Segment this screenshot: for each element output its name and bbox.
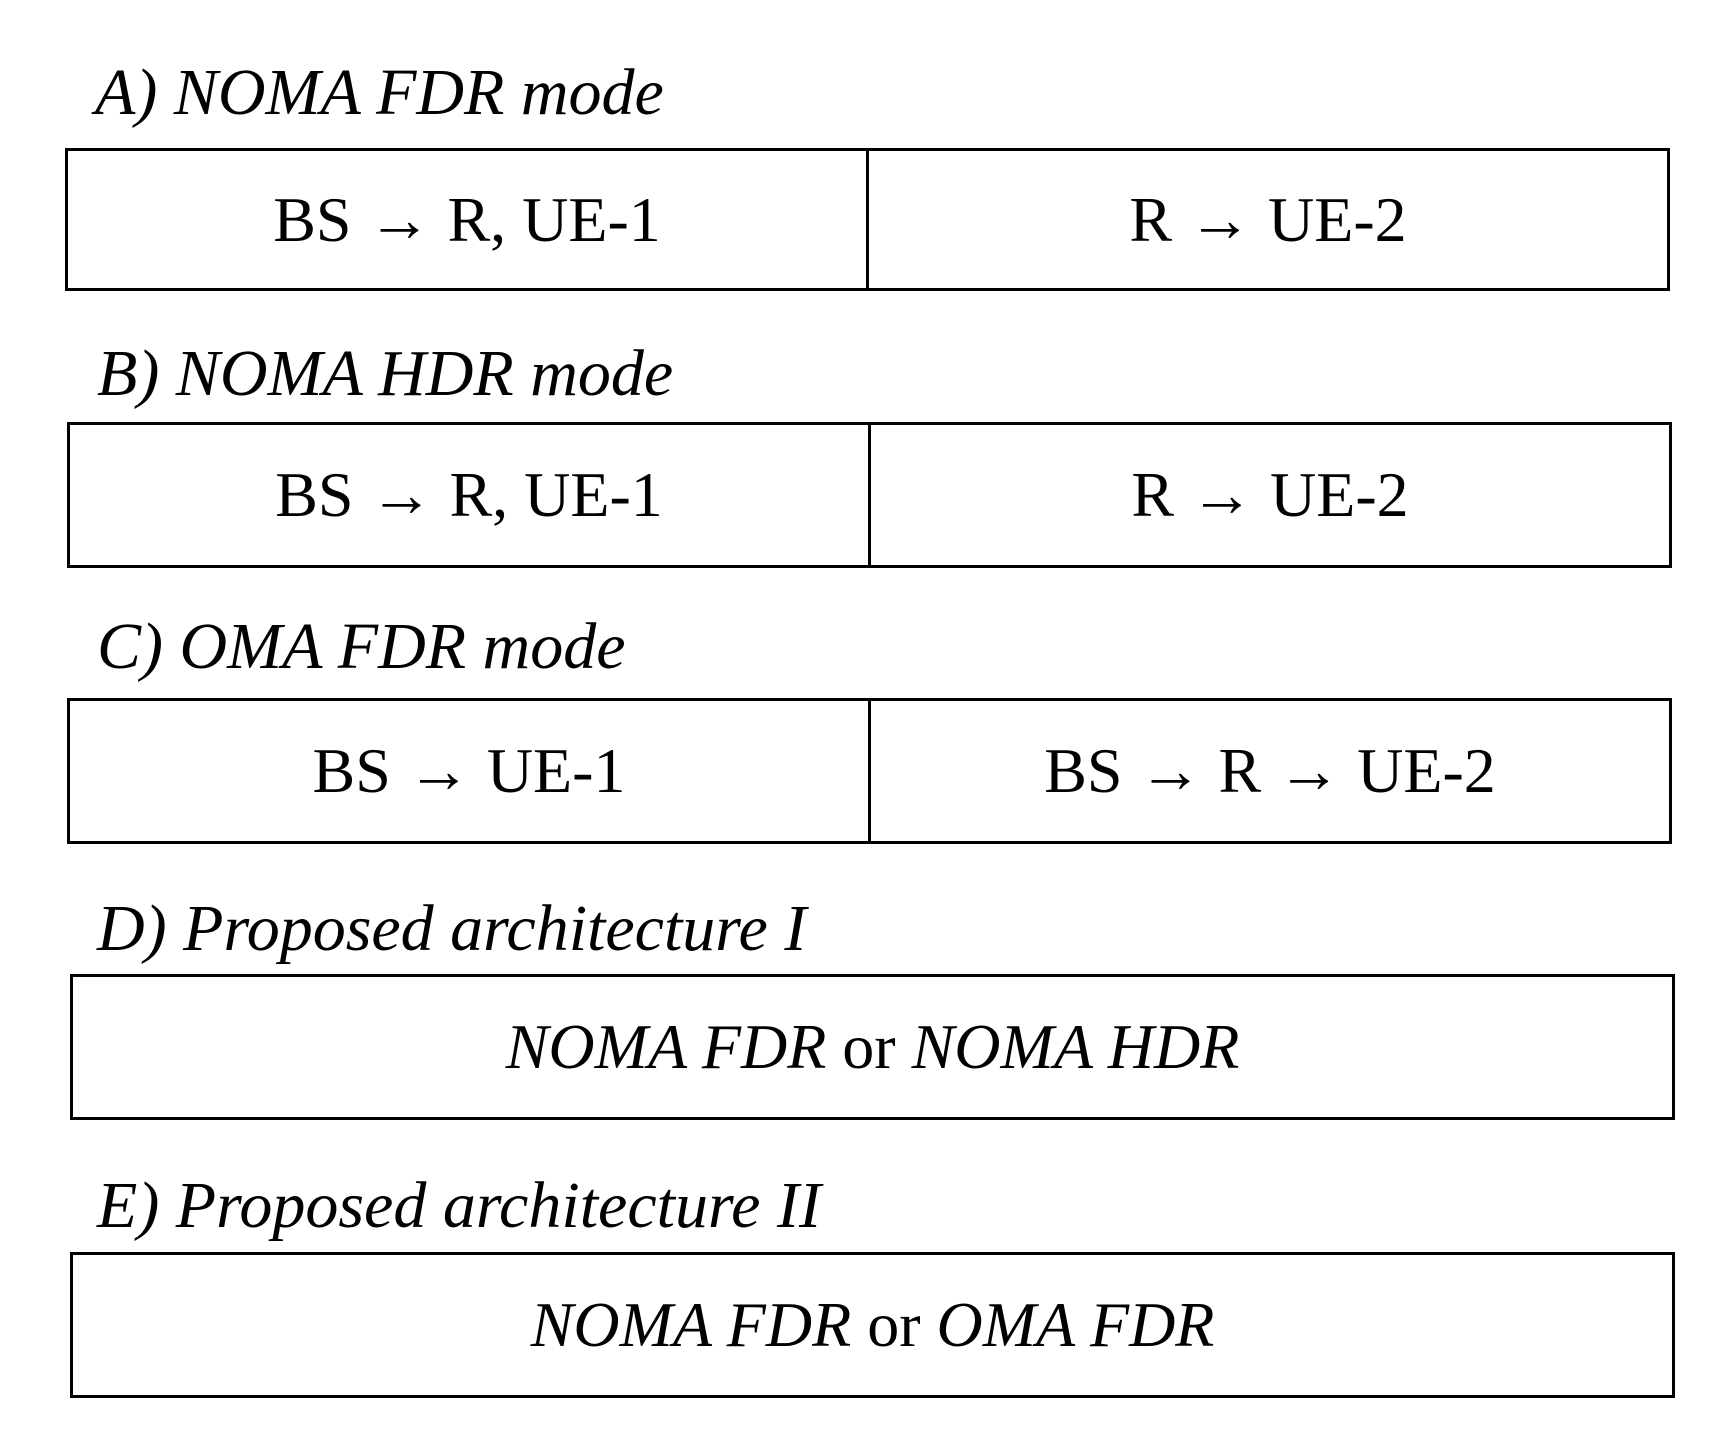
slot-2-cell: R → UE-2 (868, 425, 1669, 565)
slot-1-cell: BS → R, UE-1 (275, 459, 663, 530)
or-connector: or (851, 1289, 937, 1360)
or-connector: or (826, 1011, 912, 1082)
slot-1-cell: BS → R, UE-1 (273, 183, 661, 255)
section-title-architecture-1: D) Proposed architecture I (97, 892, 807, 965)
mode-choice-cell: NOMA FDR or NOMA HDR (73, 977, 1672, 1117)
section-title-noma-hdr: B) NOMA HDR mode (97, 337, 674, 410)
section-title-oma-fdr: C) OMA FDR mode (97, 610, 626, 683)
mode-choice-cell: NOMA FDR or OMA FDR (73, 1255, 1672, 1395)
slot-2-cell: R → UE-2 (866, 151, 1667, 288)
timeslot-box-architecture-2: NOMA FDR or OMA FDR (70, 1252, 1675, 1398)
section-title-noma-fdr: A) NOMA FDR mode (95, 56, 664, 129)
mode-option-1: NOMA FDR (530, 1289, 852, 1360)
mode-option-2: OMA FDR (936, 1289, 1215, 1360)
slot-1-cell: BS → UE-1 (312, 735, 626, 806)
mode-option-1: NOMA FDR (505, 1011, 827, 1082)
timeslot-box-oma-fdr: BS → UE-1 BS → R → UE-2 (67, 698, 1672, 844)
timeslot-box-noma-fdr: BS → R, UE-1 R → UE-2 (65, 148, 1670, 291)
timeslot-box-noma-hdr: BS → R, UE-1 R → UE-2 (67, 422, 1672, 568)
slot-2-cell: BS → R → UE-2 (868, 701, 1669, 841)
section-title-architecture-2: E) Proposed architecture II (97, 1169, 821, 1242)
mode-option-2: NOMA HDR (911, 1011, 1240, 1082)
timeslot-box-architecture-1: NOMA FDR or NOMA HDR (70, 974, 1675, 1120)
